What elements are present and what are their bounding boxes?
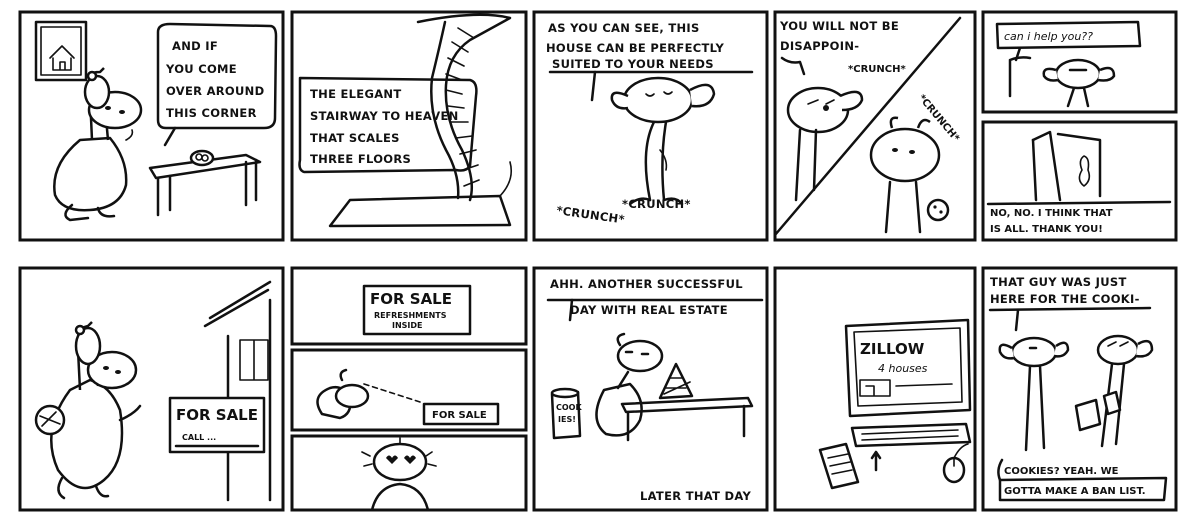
sfx-crunch: *CRUNCH* [622,197,691,211]
for-sale-sign: FOR SALE CALL ... [168,396,266,454]
character-giraffe [610,76,716,206]
character-giraffe [53,67,143,222]
sign-title: FOR SALE [370,290,452,308]
table [620,362,754,442]
computer-monitor: ZILLOW 4 houses [844,318,972,418]
table [148,149,262,217]
character-looking: FOR SALE [316,368,500,426]
character-giraffe-door [1008,56,1116,108]
character-left [998,336,1070,452]
time-caption: LATER THAT DAY [640,489,751,503]
sign-title: FOR SALE [176,406,258,424]
panel-5a: can i help you?? [981,10,1178,114]
screen-title: ZILLOW [860,340,925,358]
speech-text: can i help you?? [1004,30,1093,43]
character-giraffe-angry [786,86,864,202]
panel-6: FOR SALE CALL ... [18,266,285,512]
sign-subtitle: CALL ... [182,433,216,442]
screen-subtitle: 4 houses [878,362,928,375]
staircase [328,13,513,228]
character-heart-eyes [361,437,437,512]
character-giraffe-eating [869,116,950,234]
sfx-crunch: *CRUNCH* [848,64,906,75]
character-giraffe [34,321,142,500]
panel-9: ZILLOW 4 houses [773,266,977,512]
small-sign: FOR SALE [432,410,487,421]
character-right [1074,334,1154,448]
